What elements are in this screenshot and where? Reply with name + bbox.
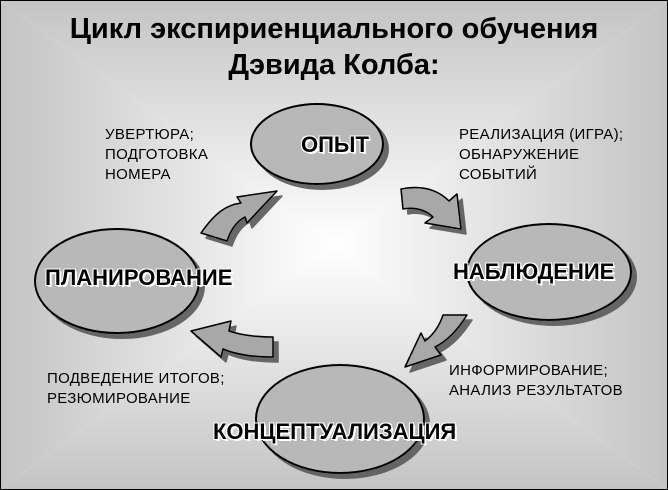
note-top-left: УВЕРТЮРА; ПОДГОТОВКА НОМЕРА bbox=[105, 125, 208, 185]
planning-ellipse bbox=[34, 228, 200, 334]
note-line: СОБЫТИЙ bbox=[459, 166, 538, 183]
note-top-right: РЕАЛИЗАЦИЯ (ИГРА); ОБНАРУЖЕНИЕ СОБЫТИЙ bbox=[459, 125, 623, 185]
note-line: ОБНАРУЖЕНИЕ bbox=[459, 146, 580, 163]
note-bottom-left: ПОДВЕДЕНИЕ ИТОГОВ; РЕЗЮМИРОВАНИЕ bbox=[47, 369, 225, 409]
arrow-conceptualization-to-planning bbox=[190, 320, 274, 358]
note-line: РЕАЛИЗАЦИЯ (ИГРА); bbox=[459, 126, 624, 143]
slide-title: Цикл экспириенциального обучения Дэвида … bbox=[1, 11, 667, 83]
title-line-2: Дэвида Колба: bbox=[228, 49, 440, 81]
note-bottom-right: ИНФОРМИРОВАНИЕ; АНАЛИЗ РЕЗУЛЬТАТОВ bbox=[449, 361, 623, 401]
arrow-observation-to-conceptualization bbox=[404, 314, 468, 368]
stage-label-conceptualization: КОНЦЕПТУАЛИЗАЦИЯ bbox=[213, 419, 457, 444]
experience-ellipse bbox=[250, 103, 384, 185]
stage-label-planning: ПЛАНИРОВАНИЕ bbox=[45, 265, 233, 290]
note-line: АНАЛИЗ РЕЗУЛЬТАТОВ bbox=[449, 382, 623, 399]
stage-label-experience: ОПЫТ bbox=[301, 132, 369, 157]
arrow-experience-to-observation bbox=[400, 186, 462, 230]
note-line: ПОДВЕДЕНИЕ ИТОГОВ; bbox=[47, 370, 225, 387]
observation-ellipse bbox=[466, 223, 632, 321]
note-line: НОМЕРА bbox=[105, 166, 171, 183]
note-line: ИНФОРМИРОВАНИЕ; bbox=[449, 362, 608, 379]
stage-label-observation: НАБЛЮДЕНИЕ bbox=[453, 259, 615, 284]
note-line: РЕЗЮМИРОВАНИЕ bbox=[47, 390, 191, 407]
arrow-planning-to-experience bbox=[200, 190, 278, 242]
note-line: ПОДГОТОВКА bbox=[105, 146, 209, 163]
title-line-1: Цикл экспириенциального обучения bbox=[69, 13, 599, 45]
conceptualization-ellipse bbox=[255, 364, 425, 474]
note-line: УВЕРТЮРА; bbox=[105, 126, 195, 143]
